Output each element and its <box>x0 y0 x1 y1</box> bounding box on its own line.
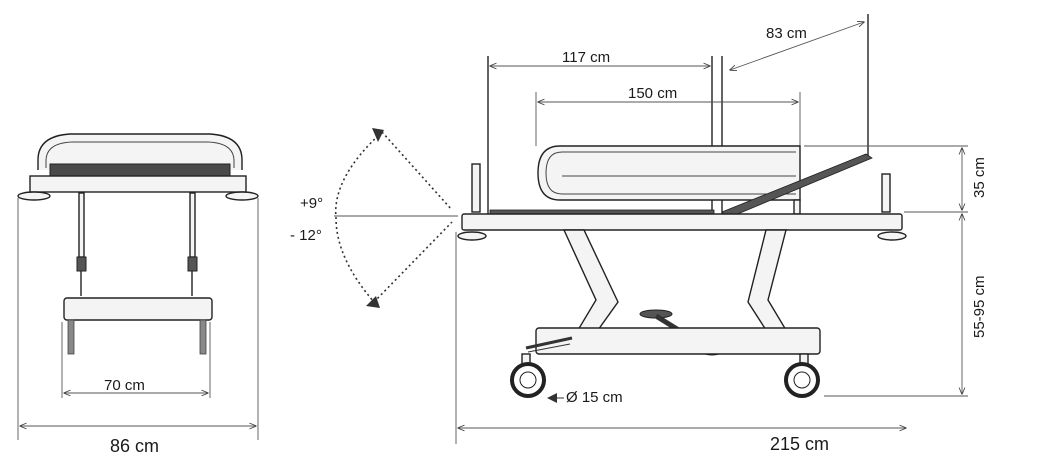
label-side-rail-length: 117 cm <box>562 49 610 66</box>
label-total-length: 215 cm <box>770 434 829 454</box>
label-tilt-up: +9° <box>300 195 323 212</box>
front-view: 70 cm 86 cm <box>17 133 259 456</box>
label-backrest-length: 83 cm <box>766 25 807 42</box>
tilt-indicator: +9° - 12° <box>290 128 458 308</box>
label-wheel-diameter: Ø 15 cm <box>566 389 623 406</box>
label-height-range: 55-95 cm <box>971 275 988 338</box>
label-tilt-down: - 12° <box>290 227 322 244</box>
label-mattress-length: 150 cm <box>628 85 677 102</box>
label-front-total-width: 86 cm <box>110 436 159 456</box>
label-front-inner-width: 70 cm <box>104 377 145 394</box>
label-rail-height: 35 cm <box>971 157 988 198</box>
side-view: 117 cm 150 cm 83 cm <box>455 14 988 454</box>
